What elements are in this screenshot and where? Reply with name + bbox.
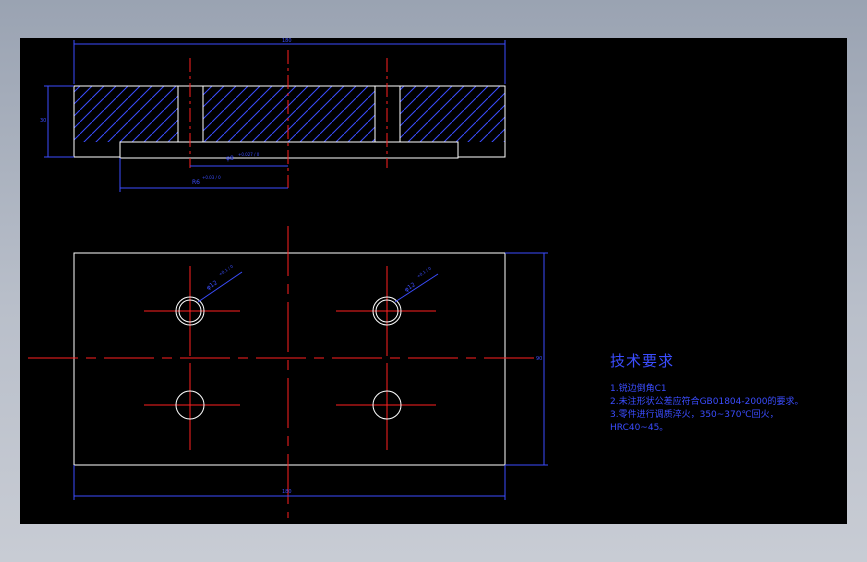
hole-bottom-left	[144, 363, 240, 450]
hole-callout-left: φ12	[205, 279, 219, 291]
hatch-middle	[203, 86, 375, 142]
hole-callout-right-tol: +0.1 / 0	[416, 265, 433, 278]
note-item: 2.未注形状公差应符合GB01804-2000的要求。	[610, 397, 804, 407]
technical-requirements: 技术要求 1.锐边倒角C1 2.未注形状公差应符合GB01804-2000的要求…	[610, 350, 804, 435]
hatch-left	[74, 86, 178, 142]
hatch-right	[400, 86, 505, 142]
hole-top-right	[336, 266, 436, 356]
notes-title: 技术要求	[610, 352, 675, 370]
bore-tol: +0.027 / 0	[238, 152, 260, 157]
offset-dim: R6	[192, 179, 200, 186]
leader-line	[197, 271, 243, 303]
plan-height-dim: 90	[536, 356, 542, 362]
overall-dim: 180	[282, 38, 292, 44]
width-dim: 180	[282, 489, 292, 495]
engineering-drawing: 180 30 φ8 +0.027 / 0 R6 +0.03 / 0	[28, 38, 548, 518]
plan-view: φ12 +0.1 / 0 φ12 +0.1 / 0 180 90	[28, 226, 548, 518]
hole-bottom-right	[336, 363, 436, 450]
section-view: 180 30 φ8 +0.027 / 0 R6 +0.03 / 0	[40, 38, 506, 192]
offset-tol: +0.03 / 0	[202, 175, 221, 180]
step-outline	[119, 142, 459, 159]
plate-outline	[73, 252, 506, 466]
hole-callout-left-tol: +0.1 / 0	[218, 263, 235, 276]
note-item: HRC40~45。	[610, 423, 669, 433]
leader-line	[394, 273, 439, 303]
cad-viewport[interactable]: 180 30 φ8 +0.027 / 0 R6 +0.03 / 0	[20, 38, 847, 524]
height-dim: 30	[40, 118, 46, 124]
note-item: 3.零件进行调质淬火，350~370℃回火，	[610, 410, 779, 420]
bore-dim: φ8	[226, 155, 234, 162]
hole-top-left	[144, 266, 240, 356]
note-item: 1.锐边倒角C1	[610, 384, 667, 394]
